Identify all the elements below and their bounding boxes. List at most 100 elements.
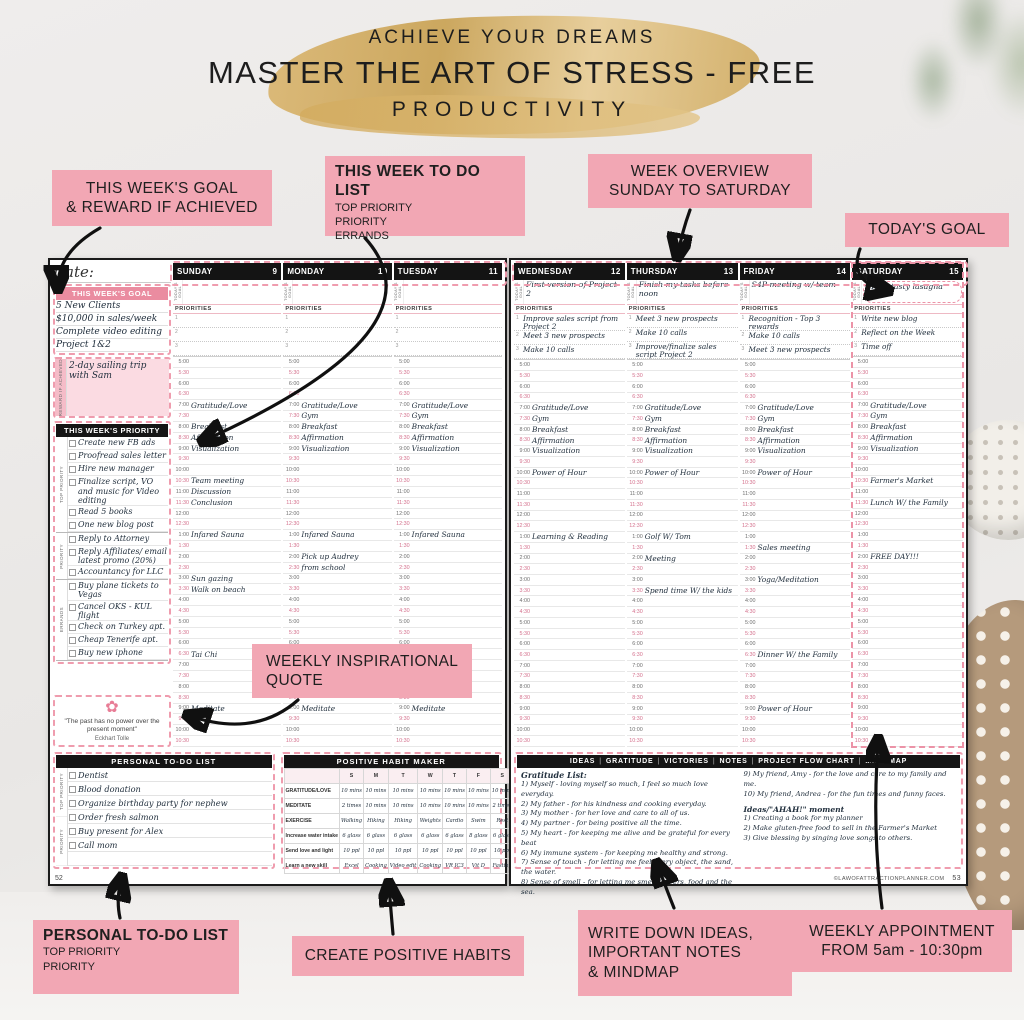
slot-time: 5:30: [178, 369, 190, 376]
slot-entry: Gym: [411, 411, 429, 421]
slot-entry: Conclusion: [191, 497, 233, 507]
schedule-slot: 6:30: [514, 393, 625, 404]
schedule-slot: 5:00: [739, 618, 851, 629]
slot-entry: Visualization: [191, 443, 240, 453]
weeks-goal-line: Complete video editing: [56, 326, 168, 339]
todo-item-text: Call mom: [78, 839, 118, 850]
slot-time: 9:00: [519, 705, 531, 712]
schedule-slot: 12:00: [626, 511, 738, 522]
slot-time: 6:00: [632, 383, 643, 390]
callout-line: QUOTE: [266, 672, 324, 689]
ideas-gratitude-panel: IDEAS|GRATITUDE|VICTORIES|NOTES|PROJECT …: [514, 752, 963, 896]
slot-entry: Breakfast: [870, 422, 907, 432]
header-title: MASTER THE ART OF STRESS - FREE: [207, 55, 817, 90]
slot-time: 3:30: [632, 587, 643, 594]
schedule-slot: 12:00: [739, 511, 851, 522]
slot-time: 3:30: [288, 586, 300, 593]
slot-time: 6:00: [178, 640, 190, 647]
slot-time: 7:30: [632, 415, 643, 422]
schedule-slot: 8:00: [173, 682, 282, 693]
todo-item-text: One new blog post: [78, 519, 154, 529]
schedule-slot: 10:30: [283, 736, 392, 747]
schedule-slot: 12:00: [283, 509, 392, 520]
priorities-label: PRIORITIES: [173, 305, 282, 314]
callout-weekly-quote: WEEKLY INSPIRATIONAL QUOTE: [252, 644, 472, 698]
slot-time: 6:00: [745, 383, 756, 390]
schedule-slot: 5:00: [852, 357, 963, 368]
slot-entry: Visualization: [532, 446, 581, 456]
slot-time: 5:00: [519, 362, 531, 369]
slot-time: 6:30: [288, 391, 300, 398]
slot-time: 1:00: [857, 532, 869, 539]
schedule-slot: 9:00: [852, 704, 963, 715]
slot-entry: FREE DAY!!!: [870, 552, 919, 562]
slot-time: 9:00: [857, 705, 869, 712]
slot-time: 6:00: [745, 641, 756, 648]
slot-time: 11:00: [855, 488, 869, 495]
section-side-label: TOP PRIORITY: [59, 466, 64, 504]
weeks-goal-line: $10,000 in sales/week: [56, 313, 168, 326]
gratitude-line: 9) My friend, Amy - for the love and car…: [743, 770, 947, 788]
priority-text: [403, 328, 502, 341]
slot-time: 5:30: [632, 372, 643, 379]
schedule-slot: 11:00: [393, 487, 502, 498]
schedule-slot: 1:30: [852, 541, 963, 552]
slot-time: 6:00: [394, 640, 412, 646]
today-goal-side-label: TODAY'S GOAL: [283, 282, 292, 302]
schedule-slot: 9:30: [626, 715, 738, 726]
slot-time: 10:30: [396, 478, 410, 485]
checkbox-icon: [69, 508, 76, 516]
habit-cell: 10 ppl: [363, 843, 389, 859]
priority-number: 3: [741, 346, 745, 353]
date-label: Date:: [53, 263, 171, 283]
todo-side-label-wrap: PRIORITY: [56, 817, 67, 866]
schedule-slot: 2:30: [626, 564, 738, 575]
schedule-slot: 9:30: [739, 457, 851, 468]
checkbox-icon: [69, 479, 76, 487]
schedule-slot: 4:00: [852, 595, 963, 607]
slot-time: 7:00: [745, 662, 756, 669]
schedule-slot: 5:30: [393, 628, 502, 639]
schedule-slot: 3:30: [393, 584, 502, 596]
today-goal-text: [183, 280, 281, 304]
schedule-slot: 11:30: [393, 498, 502, 509]
slot-time: 7:00: [399, 402, 410, 409]
habit-cell: Swim: [465, 813, 491, 829]
habit-cell: Excel: [338, 858, 365, 874]
day-name: THURSDAY: [630, 267, 678, 276]
slot-time: 2:00: [519, 555, 531, 562]
schedule-slot: 6:00: [283, 379, 392, 390]
slot-time: 9:00: [399, 705, 410, 712]
schedule-slot: 5:00: [173, 617, 282, 628]
schedule-slot: 6:00: [739, 639, 851, 651]
callout-line: & MINDMAP: [588, 963, 680, 981]
checkbox-icon: [69, 624, 76, 631]
tab-separator: |: [657, 758, 661, 765]
slot-time: 11:30: [396, 499, 410, 506]
today-goal-row: TODAY'S GOAL: [393, 280, 502, 305]
todo-item-text: Read 5 books: [78, 506, 133, 516]
slot-time: 2:30: [857, 564, 869, 571]
bottom-tab-ideas: IDEAS: [569, 758, 596, 765]
schedule-slot: 2:30: [739, 564, 851, 575]
schedule-slot: 6:00: [173, 639, 282, 650]
schedule-slot: 6:30: [739, 393, 851, 404]
reward-side-label: REWARD IF ACHIEVED: [58, 359, 63, 417]
gratitude-left-column: Gratitude List: 1) Myself - loving mysel…: [521, 770, 734, 896]
slot-entry: Breakfast: [757, 424, 794, 434]
checkbox-icon: [69, 521, 76, 529]
habit-cell: 10 mins: [387, 783, 419, 799]
schedule-slot: 2:00: [393, 552, 502, 563]
